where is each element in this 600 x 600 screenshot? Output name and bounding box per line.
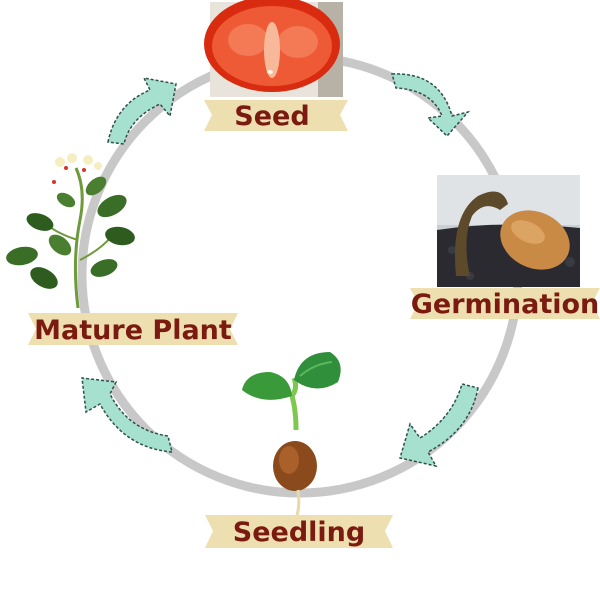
stage-label-seed: Seed xyxy=(234,101,309,132)
arrow-seed-to-germination-icon xyxy=(391,73,471,138)
arrow-mature-to-seed-icon xyxy=(107,76,177,145)
mature-plant-image xyxy=(6,153,135,309)
arrow-germination-to-seedling-icon xyxy=(399,383,479,468)
seedling-image xyxy=(242,352,341,516)
label-banner xyxy=(410,288,600,319)
germinating-seed-image xyxy=(437,175,580,287)
stage-label-mature-plant: Mature Plant xyxy=(34,315,232,346)
label-mature-plant: Mature Plant xyxy=(28,313,238,346)
label-seed: Seed xyxy=(204,100,348,132)
label-banner xyxy=(28,313,238,345)
label-banner xyxy=(204,100,348,131)
label-seedling: Seedling xyxy=(205,515,393,548)
tomato-seed-image xyxy=(204,0,343,97)
arrow-seedling-to-mature-icon xyxy=(81,377,173,453)
stage-label-seedling: Seedling xyxy=(233,517,365,548)
label-germination: Germination xyxy=(410,288,600,320)
stage-label-germination: Germination xyxy=(411,289,600,320)
label-banner xyxy=(205,515,393,548)
